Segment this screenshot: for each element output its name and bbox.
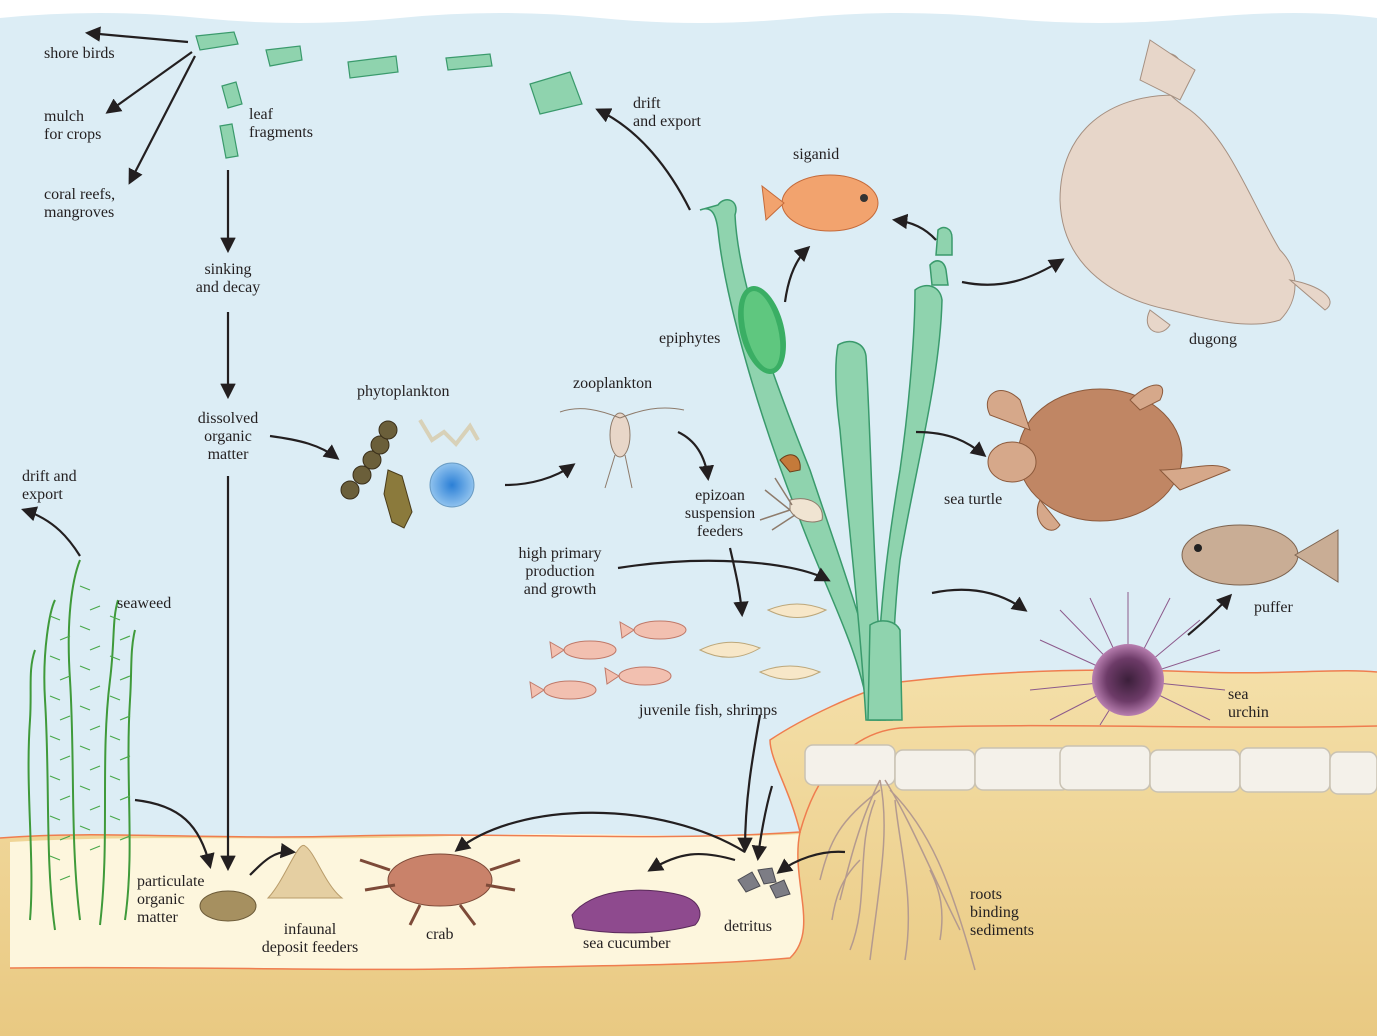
label-roots-binding-sediments: roots binding sediments <box>970 886 1034 940</box>
label-sea-turtle: sea turtle <box>944 491 1002 509</box>
label-leaf-fragments: leaf fragments <box>249 106 313 142</box>
label-seaweed: seaweed <box>117 595 171 613</box>
label-shore-birds: shore birds <box>44 45 115 63</box>
label-crab: crab <box>426 926 454 944</box>
label-sea-cucumber: sea cucumber <box>583 935 671 953</box>
label-sea-urchin: sea urchin <box>1228 686 1269 722</box>
label-mulch-for-crops: mulch for crops <box>44 108 101 144</box>
label-phytoplankton: phytoplankton <box>357 383 449 401</box>
label-epizoan-suspension-feeders: epizoan suspension feeders <box>670 487 770 541</box>
phytoplankton-blue-cell <box>430 463 474 507</box>
label-dissolved-organic-matter: dissolved organic matter <box>180 410 276 464</box>
label-epiphytes: epiphytes <box>659 330 720 348</box>
label-dugong: dugong <box>1189 331 1237 349</box>
label-drift-and-export-top: drift and export <box>633 95 701 131</box>
label-particulate-organic-matter: particulate organic matter <box>137 873 205 927</box>
label-infaunal-deposit-feeders: infaunal deposit feeders <box>250 921 370 957</box>
label-high-primary-production: high primary production and growth <box>505 545 615 599</box>
label-detritus: detritus <box>724 918 772 936</box>
label-zooplankton: zooplankton <box>573 375 652 393</box>
label-juvenile-fish-shrimps: juvenile fish, shrimps <box>639 702 777 720</box>
label-sinking-and-decay: sinking and decay <box>180 261 276 297</box>
particulate-organic-matter <box>200 891 256 921</box>
label-drift-and-export-left: drift and export <box>22 468 77 504</box>
label-coral-reefs-mangroves: coral reefs, mangroves <box>44 186 115 222</box>
label-puffer: puffer <box>1254 599 1293 617</box>
label-siganid: siganid <box>793 146 839 164</box>
